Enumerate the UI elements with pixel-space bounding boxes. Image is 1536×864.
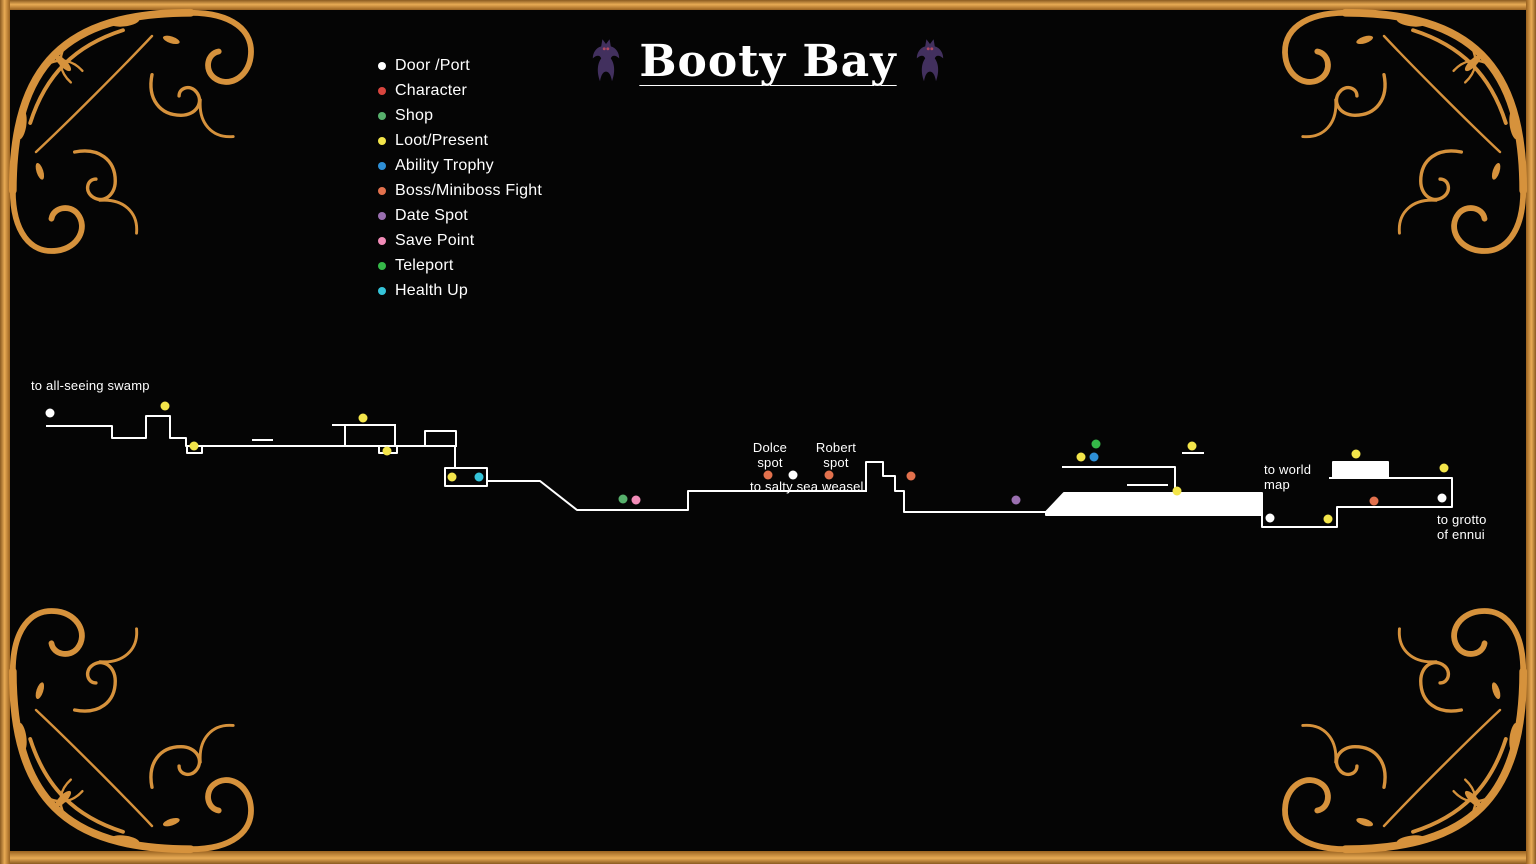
character-legend-dot-icon <box>378 86 386 95</box>
healthup-marker <box>474 472 484 482</box>
legend-label: Ability Trophy <box>395 156 494 174</box>
teleport-legend-dot-icon <box>378 261 386 270</box>
legend-label: Save Point <box>395 231 475 249</box>
terrain-path <box>186 445 203 454</box>
frame-edge-right <box>1526 0 1536 864</box>
boss-marker <box>906 471 916 481</box>
terrain-path <box>332 424 396 447</box>
bat-icon <box>916 38 943 81</box>
boss-marker <box>824 470 834 480</box>
door-marker <box>1265 513 1275 523</box>
door-marker <box>1437 493 1447 503</box>
terrain-path <box>486 480 867 511</box>
title-row: Booty Bay <box>0 36 1536 87</box>
frame-edge-bottom <box>0 851 1536 864</box>
legend-label: Door /Port <box>395 56 470 74</box>
date-legend-dot-icon <box>378 211 386 220</box>
healthup-legend-dot-icon <box>378 286 386 295</box>
legend-label: Boss/Miniboss Fight <box>395 181 542 199</box>
terrain-outline <box>46 415 1453 528</box>
legend-label: Character <box>395 81 468 99</box>
loot-legend-dot-icon <box>378 136 386 145</box>
teleport-marker <box>1091 439 1101 449</box>
terrain-path <box>1261 477 1453 528</box>
terrain-path <box>1062 466 1176 494</box>
save-legend-dot-icon <box>378 236 386 245</box>
boss-legend-dot-icon <box>378 186 386 195</box>
boss-marker <box>1369 496 1379 506</box>
loot-marker <box>358 413 368 423</box>
legend-item-boss: Boss/Miniboss Fight <box>378 178 542 203</box>
legend-item-loot: Loot/Present <box>378 128 542 153</box>
loot-marker <box>1076 452 1086 462</box>
loot-marker <box>1351 449 1361 459</box>
legend-label: Date Spot <box>395 206 468 224</box>
save-marker <box>631 495 641 505</box>
ability-legend-dot-icon <box>378 161 386 170</box>
loot-marker <box>382 446 392 456</box>
legend-item-door: Door /Port <box>378 53 542 78</box>
loot-marker <box>1187 441 1197 451</box>
terrain-filled <box>1045 461 1389 516</box>
ability-marker <box>1089 452 1099 462</box>
loot-marker <box>1323 514 1333 524</box>
terrain-path <box>46 415 456 447</box>
door-marker <box>45 408 55 418</box>
legend-item-character: Character <box>378 78 542 103</box>
frame-edge-left <box>0 0 10 864</box>
legend-item-teleport: Teleport <box>378 253 542 278</box>
door-legend-dot-icon <box>378 61 386 70</box>
legend-label: Shop <box>395 106 434 124</box>
terrain-path <box>865 461 1047 513</box>
legend-item-save: Save Point <box>378 228 542 253</box>
shop-legend-dot-icon <box>378 111 386 120</box>
loot-marker <box>160 401 170 411</box>
legend-item-shop: Shop <box>378 103 542 128</box>
loot-marker <box>189 441 199 451</box>
shop-marker <box>618 494 628 504</box>
legend-label: Loot/Present <box>395 131 489 149</box>
bat-icon <box>593 38 620 81</box>
door-marker <box>788 470 798 480</box>
legend-item-date: Date Spot <box>378 203 542 228</box>
legend-label: Health Up <box>395 281 468 299</box>
frame-edge-top <box>0 0 1536 10</box>
loot-marker <box>447 472 457 482</box>
terrain-path <box>424 430 457 447</box>
loot-marker <box>1439 463 1449 473</box>
date-marker <box>1011 495 1021 505</box>
terrain-platform <box>1045 492 1263 516</box>
map-markers <box>45 401 1449 524</box>
boss-marker <box>763 470 773 480</box>
legend-item-ability: Ability Trophy <box>378 153 542 178</box>
terrain-building <box>1332 461 1389 479</box>
loot-marker <box>1172 486 1182 496</box>
legend-item-healthup: Health Up <box>378 278 542 303</box>
page-title: Booty Bay <box>639 36 897 87</box>
legend-label: Teleport <box>395 256 454 274</box>
terrain-path <box>444 467 488 487</box>
